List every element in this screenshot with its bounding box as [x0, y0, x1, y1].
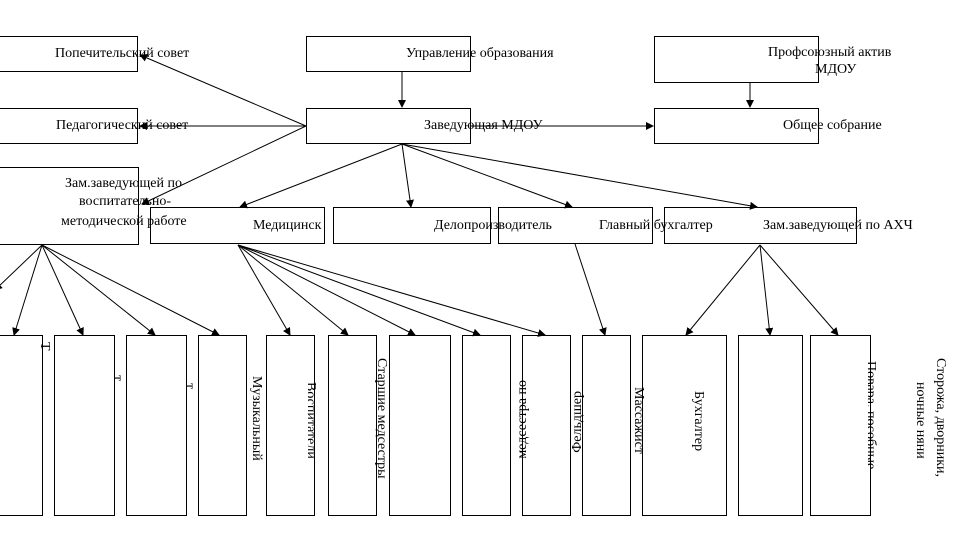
label-pedagogical-council: Педагогический совет — [56, 118, 189, 133]
label-senior-nurses: Старшие медсестры — [374, 358, 389, 479]
label-fragment-3: т — [182, 383, 197, 390]
box-staff-8 — [462, 335, 511, 516]
box-staff-2 — [54, 335, 115, 516]
label-deputy-admin: Зам.заведующей по АХЧ — [763, 218, 913, 233]
box-staff-7 — [389, 335, 451, 516]
box-staff-5 — [266, 335, 315, 516]
label-teachers: Воспитатели — [308, 382, 318, 459]
label-cooks: Повара, пособные — [868, 361, 878, 470]
label-fragment-2: т — [110, 375, 125, 382]
box-staff-10 — [582, 335, 631, 516]
label-head: Заведующая МДОУ — [424, 118, 543, 133]
box-staff-12 — [738, 335, 803, 516]
label-masseur: Массажист — [631, 387, 646, 454]
box-clerk — [333, 207, 491, 244]
box-deputy-method — [0, 167, 139, 245]
box-head — [306, 108, 471, 144]
box-board-of-trustees — [0, 36, 138, 72]
label-education-department: Управление образования — [406, 46, 554, 61]
box-medical — [150, 207, 325, 244]
box-pedagogical-council — [0, 108, 138, 144]
label-deputy-method-line3: методической работе — [61, 214, 187, 229]
label-union-line2: МДОУ — [815, 62, 857, 77]
box-staff-6 — [328, 335, 377, 516]
label-board-of-trustees: Попечительский совет — [55, 46, 190, 61]
label-paramedic: Фельдшер — [570, 391, 585, 453]
label-nurse: медсестра по — [515, 380, 530, 459]
label-medical: Медицинск — [253, 218, 322, 233]
label-general-meeting: Общее собрание — [783, 118, 882, 133]
box-chief-accountant — [498, 207, 653, 244]
label-clerk: Делопроизводитель — [434, 218, 552, 233]
box-education-department — [306, 36, 471, 72]
label-guards-line2: ночные няни — [913, 382, 928, 459]
label-accountant: Бухгалтер — [691, 391, 706, 452]
box-union — [654, 36, 819, 83]
label-music: Музыкальный — [249, 376, 264, 461]
box-staff-11 — [642, 335, 727, 516]
label-deputy-method-line2: воспитательно- — [79, 194, 172, 209]
box-staff-3 — [126, 335, 187, 516]
label-chief-accountant: Главный бухгалтер — [599, 218, 713, 233]
label-fragment-1: Т — [37, 342, 52, 351]
box-staff-13 — [810, 335, 871, 516]
box-deputy-admin — [664, 207, 857, 244]
box-general-meeting — [654, 108, 819, 144]
box-staff-1 — [0, 335, 43, 516]
box-staff-4 — [198, 335, 247, 516]
label-guards-line1: Сторожа, дворники, — [933, 358, 948, 478]
label-union-line1: Профсоюзный актив — [768, 45, 892, 60]
box-staff-9 — [522, 335, 571, 516]
label-deputy-method-line1: Зам.заведующей по — [65, 176, 182, 191]
